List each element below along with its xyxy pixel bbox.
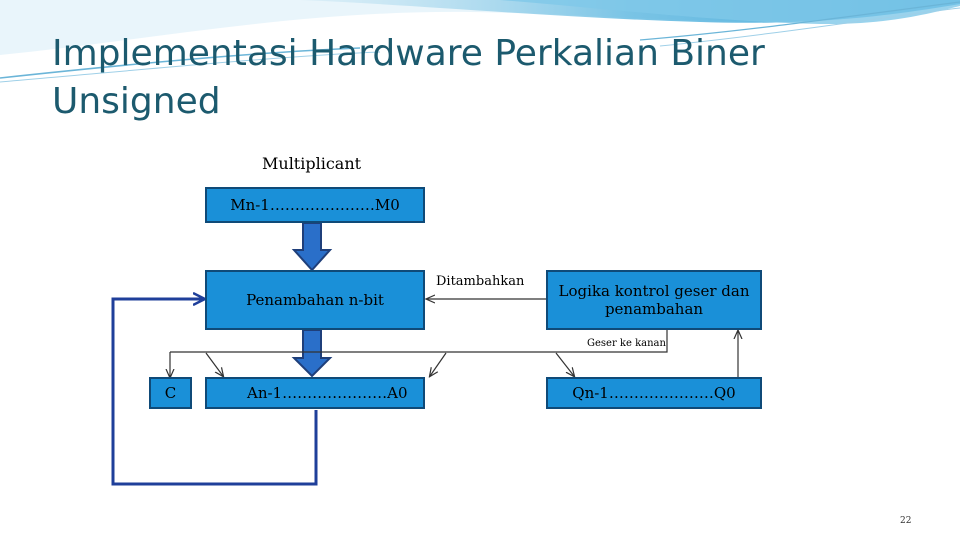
title-line-1: Implementasi Hardware Perkalian Biner [52, 33, 765, 74]
shift-to-a-arrow [205, 352, 223, 376]
carry-register: C [149, 377, 192, 409]
slide-title: Implementasi Hardware Perkalian Biner Un… [52, 30, 812, 126]
feedback-loop-line [111, 299, 318, 486]
a-register-text: An-1…………………A0 [247, 384, 408, 402]
q-register: Qn-1…………………Q0 [546, 377, 762, 409]
q-register-text: Qn-1…………………Q0 [572, 384, 736, 402]
shift-bus-line [170, 329, 668, 353]
adder-to-a-register-arrow [291, 329, 333, 378]
adder-block-text: Penambahan n-bit [246, 291, 384, 309]
page-number: 22 [900, 516, 912, 526]
added-label: Ditambahkan [436, 274, 525, 289]
title-line-2: Unsigned [52, 81, 221, 122]
carry-register-text: C [164, 384, 177, 402]
shift-a-to-q-arrow [430, 352, 447, 376]
multiplicand-to-adder-arrow [291, 222, 333, 272]
shift-right-label: Geser ke kanan [587, 338, 666, 349]
multiplicand-register: Mn-1…………………M0 [205, 187, 425, 223]
multiplicand-register-text: Mn-1…………………M0 [230, 196, 400, 214]
control-logic-text: Logika kontrol geser dan penambahan [558, 282, 750, 318]
adder-block: Penambahan n-bit [205, 270, 425, 330]
a-register: An-1…………………A0 [205, 377, 425, 409]
control-logic-block: Logika kontrol geser dan penambahan [546, 270, 762, 330]
multiplicand-label: Multiplicant [262, 154, 362, 173]
shift-to-q-arrow [555, 352, 574, 376]
